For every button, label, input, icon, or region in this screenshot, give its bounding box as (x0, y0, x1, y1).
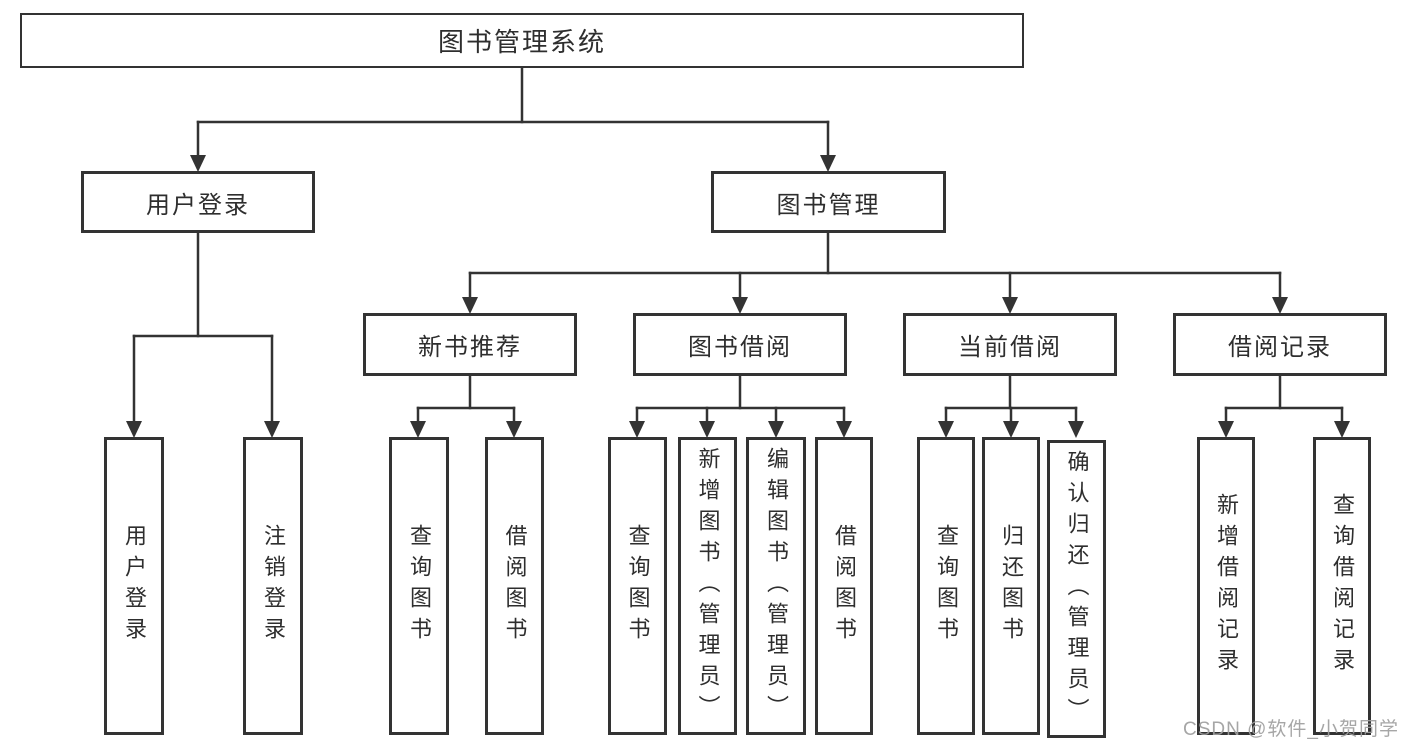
leaf-add-books-admin: 新增图书（管理员） (678, 437, 737, 735)
leaf-borrow-books-2: 借阅图书 (815, 437, 873, 735)
csdn-watermark: CSDN @软件_小贺同学 (1183, 719, 1399, 740)
leaf-user-login: 用户登录 (104, 437, 164, 735)
leaf-label: 查询图书 (934, 524, 959, 648)
leaf-query-books-3: 查询图书 (917, 437, 975, 735)
leaf-label: 确认归还（管理员） (1064, 449, 1090, 729)
leaf-label: 查询图书 (625, 524, 651, 648)
node-new-book-recommend: 新书推荐 (363, 313, 577, 376)
leaf-label: 新增图书（管理员） (695, 446, 721, 726)
leaf-label: 新增借阅记录 (1214, 493, 1239, 679)
node-current-borrow: 当前借阅 (903, 313, 1117, 376)
leaf-confirm-return-admin: 确认归还（管理员） (1047, 440, 1106, 738)
node-label: 用户登录 (146, 191, 250, 219)
node-label: 借阅记录 (1228, 334, 1332, 361)
leaf-label: 用户登录 (122, 524, 147, 648)
leaf-return-books: 归还图书 (982, 437, 1040, 735)
node-label: 图书借阅 (688, 334, 792, 361)
node-label: 新书推荐 (418, 334, 522, 361)
leaf-label: 编辑图书（管理员） (764, 446, 789, 726)
leaf-query-borrow-record: 查询借阅记录 (1313, 437, 1371, 735)
leaf-label: 归还图书 (999, 524, 1024, 648)
leaf-label: 查询图书 (407, 524, 432, 648)
leaf-query-books: 查询图书 (389, 437, 449, 735)
node-borrow-record: 借阅记录 (1173, 313, 1387, 376)
arrowhead-icons (126, 155, 1350, 438)
leaf-edit-books-admin: 编辑图书（管理员） (746, 437, 806, 735)
node-label: 当前借阅 (958, 334, 1062, 361)
node-library-management-system: 图书管理系统 (20, 13, 1024, 68)
leaf-label: 借阅图书 (832, 524, 857, 648)
node-label: 图书管理 (776, 191, 881, 219)
node-book-management: 图书管理 (711, 171, 946, 233)
node-label: 图书管理系统 (437, 27, 606, 57)
leaf-label: 借阅图书 (502, 524, 528, 648)
leaf-logout: 注销登录 (243, 437, 303, 735)
node-book-borrow: 图书借阅 (633, 313, 847, 376)
leaf-label: 注销登录 (261, 524, 286, 648)
leaf-borrow-books: 借阅图书 (485, 437, 544, 735)
node-user-login: 用户登录 (81, 171, 315, 233)
leaf-add-borrow-record: 新增借阅记录 (1197, 437, 1255, 735)
leaf-query-books-2: 查询图书 (608, 437, 667, 735)
leaf-label: 查询借阅记录 (1330, 493, 1355, 679)
